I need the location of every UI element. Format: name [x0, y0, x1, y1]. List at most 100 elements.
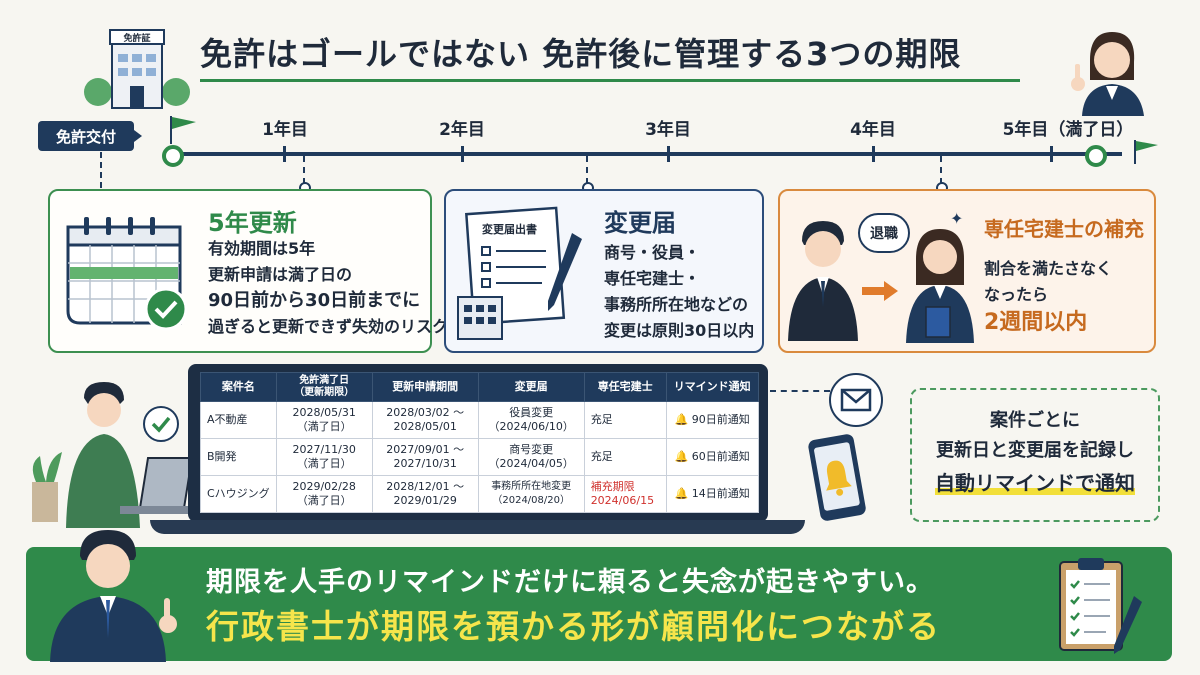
table-row: A不動産 2028/05/31 （満了日） 2028/03/02 〜 2028/…: [200, 401, 759, 439]
cell-reminder-text: 14日前通知: [691, 487, 750, 500]
new-woman-illustration: [900, 223, 980, 347]
cell-case: Cハウジング: [200, 475, 277, 513]
pointing-man-illustration: [36, 520, 196, 666]
cell-reminder: 🔔 60日前通知: [665, 438, 759, 476]
renewal-line-1: 有効期間は5年: [208, 239, 316, 258]
side-line-2: 更新日と変更届を記録し: [936, 440, 1134, 461]
year-label-3: 3年目: [645, 120, 691, 140]
calendar-icon: [62, 205, 192, 339]
cell-period: 2027/09/01 〜 2027/10/31: [371, 438, 479, 476]
cell-case: A不動産: [200, 401, 277, 439]
cell-reminder-text: 60日前通知: [691, 450, 750, 463]
building-illustration: 免許証: [84, 22, 190, 112]
tick-year-1: [283, 146, 286, 162]
timeline-start-node: [162, 145, 184, 167]
tick-year-4: [872, 146, 875, 162]
presenter-woman-illustration: [1060, 20, 1160, 116]
change-connector: [586, 156, 590, 184]
renewal-line-3: 90日前から30日前までに: [208, 290, 421, 311]
replace-connector: [940, 156, 944, 184]
replacement-card: 退職 ✦ 専任宅建士の補充 割合を満たさなく なったら 2週間以内: [778, 189, 1156, 353]
renewal-card: 5年更新 有効期間は5年 更新申請は満了日の 90日前から30日前までに 過ぎる…: [48, 189, 448, 353]
timeline-line: [172, 152, 1122, 156]
end-flag-icon: [1132, 138, 1162, 170]
cell-change: 商号変更 （2024/04/05）: [477, 438, 585, 476]
laptop-user-illustration: [28, 378, 198, 532]
col-header-case: 案件名: [200, 372, 277, 402]
table-header-row: 案件名 免許満了日 （更新期限） 更新申請期間 変更届 専任宅建士 リマインド通…: [200, 372, 759, 402]
change-heading: 変更届: [604, 209, 676, 237]
auto-reminder-box: 案件ごとに 更新日と変更届を記録し 自動リマインドで通知: [910, 388, 1160, 522]
change-line-1: 商号・役員・: [604, 243, 701, 262]
cell-reminder: 🔔 14日前通知: [665, 475, 759, 513]
col-header-period: 更新申請期間: [371, 372, 479, 402]
change-line-3: 事務所所在地などの: [604, 295, 749, 314]
side-line-1: 案件ごとに: [990, 410, 1080, 431]
cell-reminder-text: 90日前通知: [691, 413, 750, 426]
table-row: Cハウジング 2029/02/28 （満了日） 2028/12/01 〜 202…: [200, 475, 759, 513]
change-notice-card: 変更届出書 変更届 商号・役員・ 専任宅建士・ 事務所所在地などの 変更は原則3…: [444, 189, 764, 353]
side-line-3: 自動リマインドで通知: [912, 468, 1158, 498]
banner-line-1: 期限を人手のリマインドだけに頼ると失念が起きやすい。: [206, 567, 934, 598]
year-label-1: 1年目: [262, 120, 308, 140]
replacement-heading: 専任宅建士の補充: [984, 217, 1144, 241]
banner-line-2: 行政書士が期限を預かる形が顧問化につながる: [206, 607, 941, 646]
smartphone-bell-icon: [808, 432, 872, 526]
sparkle-icon: ✦: [950, 209, 964, 228]
renewal-line-2: 更新申請は満了日の: [208, 265, 353, 284]
issue-dashed-line: [100, 152, 104, 188]
cell-period: 2028/03/02 〜 2028/05/01: [371, 401, 479, 439]
table-row: B開発 2027/11/30 （満了日） 2027/09/01 〜 2027/1…: [200, 438, 759, 476]
building-sign-text: 免許証: [123, 34, 151, 44]
col-header-reminder: リマインド通知: [665, 372, 759, 402]
reminder-table: 案件名 免許満了日 （更新期限） 更新申請期間 変更届 専任宅建士 リマインド通…: [200, 372, 759, 513]
side-line-3-text: 自動リマインドで通知: [935, 471, 1135, 495]
renewal-heading: 5年更新: [208, 209, 297, 237]
year-label-2: 2年目: [439, 120, 485, 140]
cell-reminder: 🔔 90日前通知: [665, 401, 759, 439]
col-header-expiry: 免許満了日 （更新期限）: [275, 372, 373, 402]
year-label-4: 4年目: [850, 120, 896, 140]
start-flag-icon: [168, 114, 200, 150]
bell-icon: 🔔: [674, 450, 689, 463]
bell-icon: 🔔: [674, 487, 689, 500]
year-label-5: 5年目（満了日）: [1002, 120, 1134, 140]
change-line-2: 専任宅建士・: [604, 269, 701, 288]
laptop-base: [150, 520, 805, 534]
bell-icon: 🔔: [674, 413, 689, 426]
change-line-4: 変更は原則30日以内: [604, 321, 755, 340]
cell-expiry: 2028/05/31 （満了日）: [275, 401, 373, 439]
timeline-end-node: [1085, 145, 1107, 167]
conclusion-banner: [26, 547, 1172, 661]
cell-agent: 補充期限 2024/06/15: [583, 475, 667, 513]
cell-change: 事務所所在地変更 （2024/08/20）: [477, 475, 585, 513]
cell-change: 役員変更 （2024/06/10）: [477, 401, 585, 439]
cell-agent: 充足: [583, 401, 667, 439]
renewal-line-4: 過ぎると更新できず失効のリスク: [208, 317, 449, 336]
replacement-line-3: 2週間以内: [984, 310, 1088, 335]
resigning-man-illustration: [786, 215, 860, 345]
tick-year-5: [1050, 146, 1053, 162]
cell-expiry: 2029/02/28 （満了日）: [275, 475, 373, 513]
clipboard-checklist-icon: [1046, 552, 1146, 660]
cell-expiry: 2027/11/30 （満了日）: [275, 438, 373, 476]
page-title: 免許はゴールではない 免許後に管理する3つの期限: [200, 35, 962, 73]
col-header-agent: 専任宅建士: [583, 372, 667, 402]
issue-date-badge: 免許交付: [38, 121, 142, 151]
check-bubble-icon: [140, 404, 182, 450]
cell-case: B開発: [200, 438, 277, 476]
col-header-change: 変更届: [477, 372, 585, 402]
resign-bubble-text: 退職: [870, 226, 898, 242]
title-underline: [200, 79, 1020, 82]
reminder-table-wrap: 案件名 免許満了日 （更新期限） 更新申請期間 変更届 専任宅建士 リマインド通…: [200, 372, 759, 513]
tick-year-2: [461, 146, 464, 162]
mail-icon: [828, 372, 884, 432]
renewal-connector: [303, 156, 307, 184]
resign-speech-bubble: 退職: [858, 213, 910, 253]
dashed-connector: [770, 390, 830, 392]
arrow-right-icon: [860, 279, 900, 307]
document-label: 変更届出書: [482, 223, 537, 236]
document-pen-icon: [454, 205, 594, 347]
replacement-line-1: 割合を満たさなく: [984, 259, 1113, 278]
cell-agent: 充足: [583, 438, 667, 476]
